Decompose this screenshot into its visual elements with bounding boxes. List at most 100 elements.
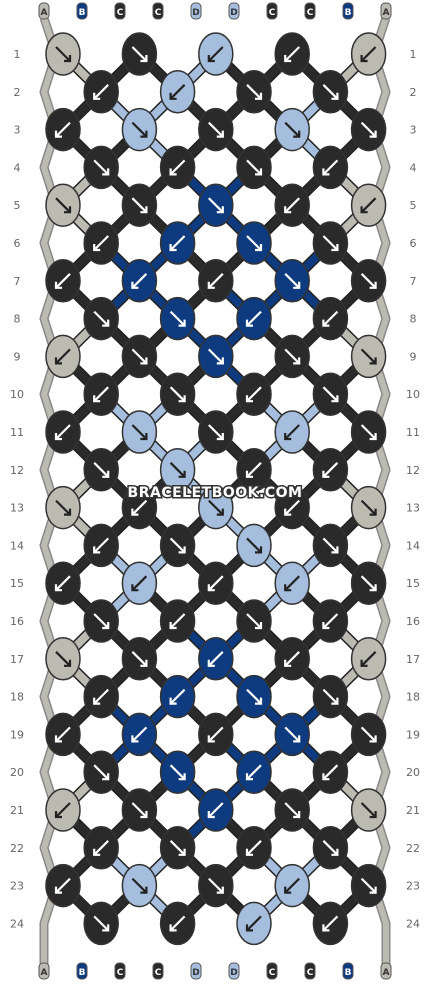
knot-arrow-icon: [131, 877, 148, 894]
knot: [159, 826, 196, 870]
row-number-right: 4: [410, 161, 417, 174]
knot: [274, 485, 310, 530]
knot: [159, 296, 196, 341]
knot: [236, 221, 272, 265]
row-number-left: 15: [10, 577, 24, 590]
knot-arrow-icon: [360, 348, 377, 365]
row-number-left: 9: [14, 350, 21, 363]
row-number-right: 6: [410, 237, 417, 250]
knot-arrow-icon: [55, 499, 71, 516]
knot: [83, 674, 119, 719]
knot-arrow-icon: [246, 915, 262, 932]
knot-arrow-icon: [169, 159, 186, 176]
knot-arrow-icon: [131, 273, 148, 289]
row-number-right: 19: [406, 728, 420, 741]
knot: [45, 183, 81, 227]
knot-arrow-icon: [322, 462, 339, 478]
row-number-left: 17: [10, 653, 24, 666]
knot: [350, 334, 387, 379]
knot-arrow-icon: [322, 840, 339, 856]
knot: [312, 599, 349, 643]
row-number-left: 19: [10, 728, 24, 741]
string-label-bottom: C: [155, 968, 162, 978]
row-number-right: 12: [406, 464, 420, 477]
knot-arrow-icon: [208, 802, 224, 818]
knot: [198, 410, 234, 454]
knot: [121, 32, 158, 76]
knot-arrow-icon: [131, 726, 148, 743]
row-number-right: 18: [406, 691, 420, 704]
row-number-right: 17: [406, 653, 420, 666]
knot: [121, 712, 158, 757]
knot-arrow-icon: [169, 613, 186, 629]
knot-arrow-icon: [93, 310, 109, 327]
row-number-right: 15: [406, 577, 420, 590]
string-label-top: B: [79, 8, 86, 18]
knot: [83, 372, 119, 416]
knot-arrow-icon: [131, 575, 148, 591]
knot: [236, 674, 272, 719]
row-number-right: 2: [410, 86, 417, 99]
knot-arrow-icon: [169, 310, 186, 327]
knot-arrow-icon: [208, 877, 224, 894]
knot-arrow-icon: [322, 159, 339, 176]
string-label-bottom: C: [269, 968, 276, 978]
knot: [121, 637, 158, 681]
knot: [350, 183, 387, 227]
knot: [45, 107, 81, 152]
knot: [121, 259, 158, 303]
knot: [45, 788, 81, 832]
knot-arrow-icon: [246, 386, 262, 402]
knot: [83, 221, 119, 265]
knot: [159, 599, 196, 643]
knot: [236, 372, 272, 416]
knot: [236, 901, 272, 946]
knot: [159, 448, 196, 492]
knot-arrow-icon: [93, 386, 109, 402]
row-number-right: 10: [406, 388, 420, 401]
knot: [45, 863, 81, 908]
knot-arrow-icon: [322, 915, 339, 932]
knot-arrow-icon: [284, 46, 300, 62]
row-number-right: 20: [406, 766, 420, 779]
knot: [83, 70, 119, 114]
knot: [45, 410, 81, 454]
row-number-left: 14: [10, 539, 24, 552]
string-label-bottom: B: [79, 968, 86, 978]
knot: [312, 221, 349, 265]
knot: [312, 523, 349, 568]
knot: [83, 523, 119, 568]
row-number-left: 16: [10, 615, 24, 628]
knot-arrow-icon: [246, 159, 262, 176]
string-label-top: D: [230, 8, 237, 18]
knot-arrow-icon: [322, 84, 339, 100]
knot: [350, 712, 387, 757]
knot: [198, 183, 234, 227]
row-number-left: 23: [10, 880, 24, 893]
knot-arrow-icon: [360, 197, 377, 213]
knot-arrow-icon: [208, 726, 224, 743]
knot-arrow-icon: [284, 877, 300, 894]
knot-arrow-icon: [55, 424, 71, 440]
string-label-top: D: [192, 8, 199, 18]
knot-arrow-icon: [93, 613, 109, 629]
row-number-left: 5: [14, 199, 21, 212]
knot-arrow-icon: [360, 877, 377, 894]
knot-arrow-icon: [322, 613, 339, 629]
knot: [198, 561, 234, 605]
knot-arrow-icon: [246, 310, 262, 327]
knot-arrow-icon: [208, 348, 224, 365]
knot-arrow-icon: [208, 197, 224, 213]
knot: [198, 334, 234, 379]
string-label-top: C: [307, 8, 314, 18]
knot: [121, 788, 158, 832]
row-number-right: 11: [406, 426, 420, 439]
knot: [236, 145, 272, 190]
knot-arrow-icon: [360, 46, 377, 62]
knot: [198, 485, 234, 530]
knot: [45, 485, 81, 530]
row-number-left: 22: [10, 842, 24, 855]
knot-arrow-icon: [55, 46, 71, 62]
knot-arrow-icon: [322, 688, 339, 705]
